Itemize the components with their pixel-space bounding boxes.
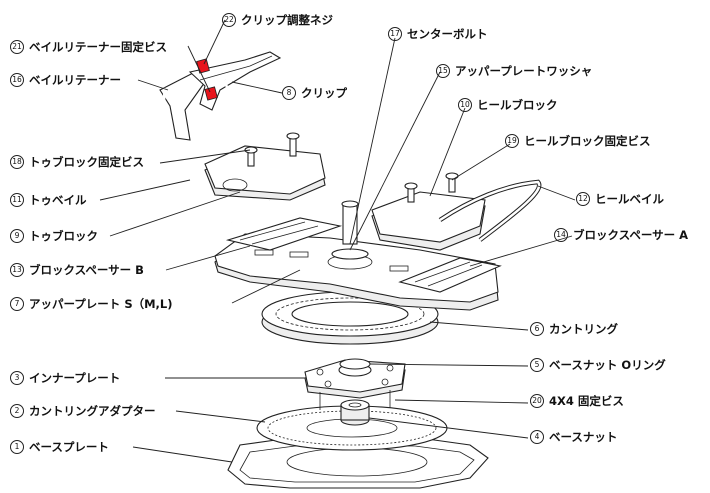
block-spacer-b — [225, 217, 343, 251]
upper-plate-washer — [331, 248, 369, 260]
block-spacer-a — [398, 257, 502, 293]
base-nut-o-ring — [339, 358, 371, 370]
four-by-four-screws — [319, 390, 391, 410]
base-nut — [340, 399, 370, 426]
leader-lines — [99, 19, 576, 463]
heel-block — [371, 191, 486, 251]
toe-block — [204, 145, 326, 201]
center-bolt — [341, 200, 359, 245]
retainer-screw — [204, 86, 218, 101]
toe-block-screws — [244, 132, 300, 167]
heel-block-screws — [404, 172, 459, 203]
heel-bail — [438, 179, 542, 242]
